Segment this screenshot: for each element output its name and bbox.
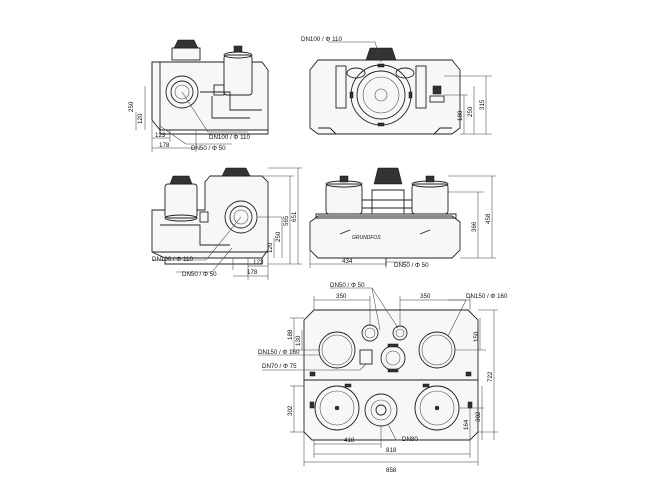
front-bottom-dim-458: 458 [485, 213, 492, 224]
side-bottom-dim-565: 565 [283, 215, 290, 226]
front-top-dim-180: 180 [457, 110, 464, 121]
plan-dim-right-722: 722 [487, 371, 494, 382]
front-view-top: DN100 / Φ 110 180 250 315 [301, 36, 492, 135]
plan-dim-left-302: 302 [287, 405, 294, 416]
side-top-dim-178: 178 [159, 142, 170, 149]
plan-dim-top-350-right: 350 [420, 293, 431, 300]
side-bottom-dim-178: 178 [247, 269, 258, 276]
front-view-bottom: GRUNDFOS DN50 / Φ 50 434 366 458 [309, 167, 496, 269]
plan-dim-left-188: 188 [287, 329, 294, 340]
side-view-top: DN100 / Φ 110 DN50 / Φ 50 123 178 120 25… [128, 39, 269, 152]
side-bottom-pipe-in-label: DN100 / Φ 110 [152, 256, 193, 263]
front-top-dim-250: 250 [467, 106, 474, 117]
side-bottom-pipe-out-label: DN50 / Φ 50 [182, 271, 217, 278]
plan-label-dn80: DN80 [402, 436, 418, 443]
side-top-dim-120: 120 [137, 113, 144, 124]
plan-dim-left-130: 130 [295, 335, 302, 346]
side-top-dim-123: 123 [155, 132, 166, 139]
front-bottom-dim-434: 434 [342, 258, 353, 265]
front-bottom-dim-366: 366 [471, 221, 478, 232]
plan-dim-right-164: 164 [463, 419, 470, 430]
side-top-pipe-out-label: DN50 / Φ 50 [191, 145, 226, 152]
plan-dim-top-350-left: 350 [336, 293, 347, 300]
side-bottom-dim-123: 123 [253, 259, 264, 266]
plan-dim-right-302: 302 [475, 411, 482, 422]
side-bottom-dim-651: 651 [291, 211, 298, 222]
front-top-dim-315: 315 [479, 99, 486, 110]
front-bottom-pipe-label: DN50 / Φ 50 [394, 262, 429, 269]
side-top-dim-250: 250 [128, 101, 135, 112]
plan-label-dn50: DN50 / Φ 50 [330, 282, 365, 289]
front-top-pipe-label: DN100 / Φ 110 [301, 36, 342, 43]
side-bottom-dim-250: 250 [275, 231, 282, 242]
plan-label-dn70: DN70 / Φ 75 [262, 363, 297, 370]
side-view-bottom: DN100 / Φ 110 DN50 / Φ 50 123 178 120 25… [151, 167, 302, 280]
plan-dim-bottom-418: 418 [344, 437, 355, 444]
side-bottom-dim-120: 120 [267, 242, 274, 253]
side-top-pipe-in-label: DN100 / Φ 110 [209, 134, 250, 141]
plan-dim-right-150: 150 [473, 331, 480, 342]
plan-dim-bottom-858: 858 [386, 467, 397, 474]
plan-view: 350 350 DN50 / Φ 50 DN150 / Φ 160 DN150 … [258, 282, 508, 474]
brand-label: GRUNDFOS [352, 235, 381, 241]
plan-label-dn150-right: DN150 / Φ 160 [466, 293, 508, 300]
plan-dim-bottom-818: 818 [386, 447, 397, 454]
plan-label-dn150-left: DN150 / Φ 160 [258, 349, 300, 356]
